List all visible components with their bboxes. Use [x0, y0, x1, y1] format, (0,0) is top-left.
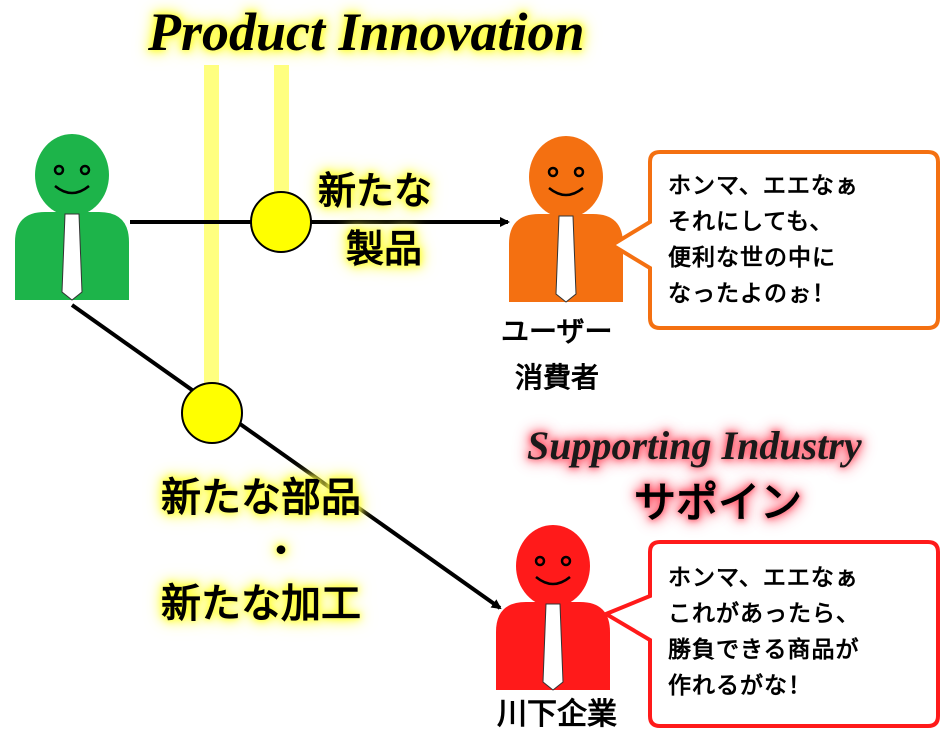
callout-consumer-bubble — [608, 150, 940, 330]
callout-downstream-line: 作れるがな！ — [668, 673, 812, 699]
person-downstream — [496, 525, 610, 691]
supporting-industry-jp: サポイン — [634, 478, 803, 527]
title: Product Innovation — [148, 2, 585, 62]
label-new-parts: 新たな部品 — [161, 475, 361, 521]
consumer-label-line1: ユーザー — [501, 315, 613, 348]
callout-downstream-bubble — [601, 540, 940, 728]
junction-product — [250, 191, 312, 253]
callout-consumer-line: ホンマ、エエなぁ — [668, 173, 859, 199]
consumer-label-line2: 消費者 — [515, 361, 600, 394]
person-consumer — [509, 136, 623, 303]
downstream-label: 川下企業 — [497, 697, 617, 732]
arrow-to-downstream — [70, 303, 502, 610]
callout-consumer-line: それにしても、 — [668, 209, 834, 235]
callout-downstream-line: これがあったら、 — [668, 601, 860, 627]
callout-consumer-line: 便利な世の中に — [668, 245, 836, 271]
callout-consumer-text: ホンマ、エエなぁ それにしても、 便利な世の中に なったよのぉ！ — [668, 168, 859, 312]
person-innovator — [15, 134, 129, 301]
callout-downstream-line: 勝負できる商品が — [668, 637, 860, 663]
callout-consumer-line: なったよのぉ！ — [668, 281, 836, 307]
label-new-product-line2: 製品 — [346, 227, 423, 271]
beam-left — [204, 65, 219, 395]
callout-downstream-line: ホンマ、エエなぁ — [668, 565, 859, 591]
label-dot: ・ — [263, 531, 300, 572]
supporting-industry-en: Supporting Industry — [527, 423, 862, 468]
label-new-product-line1: 新たな — [318, 169, 433, 213]
beam-right — [274, 65, 289, 225]
label-new-processing: 新たな加工 — [161, 581, 361, 627]
junction-parts — [181, 382, 243, 444]
callout-downstream-text: ホンマ、エエなぁ これがあったら、 勝負できる商品が 作れるがな！ — [668, 560, 860, 704]
